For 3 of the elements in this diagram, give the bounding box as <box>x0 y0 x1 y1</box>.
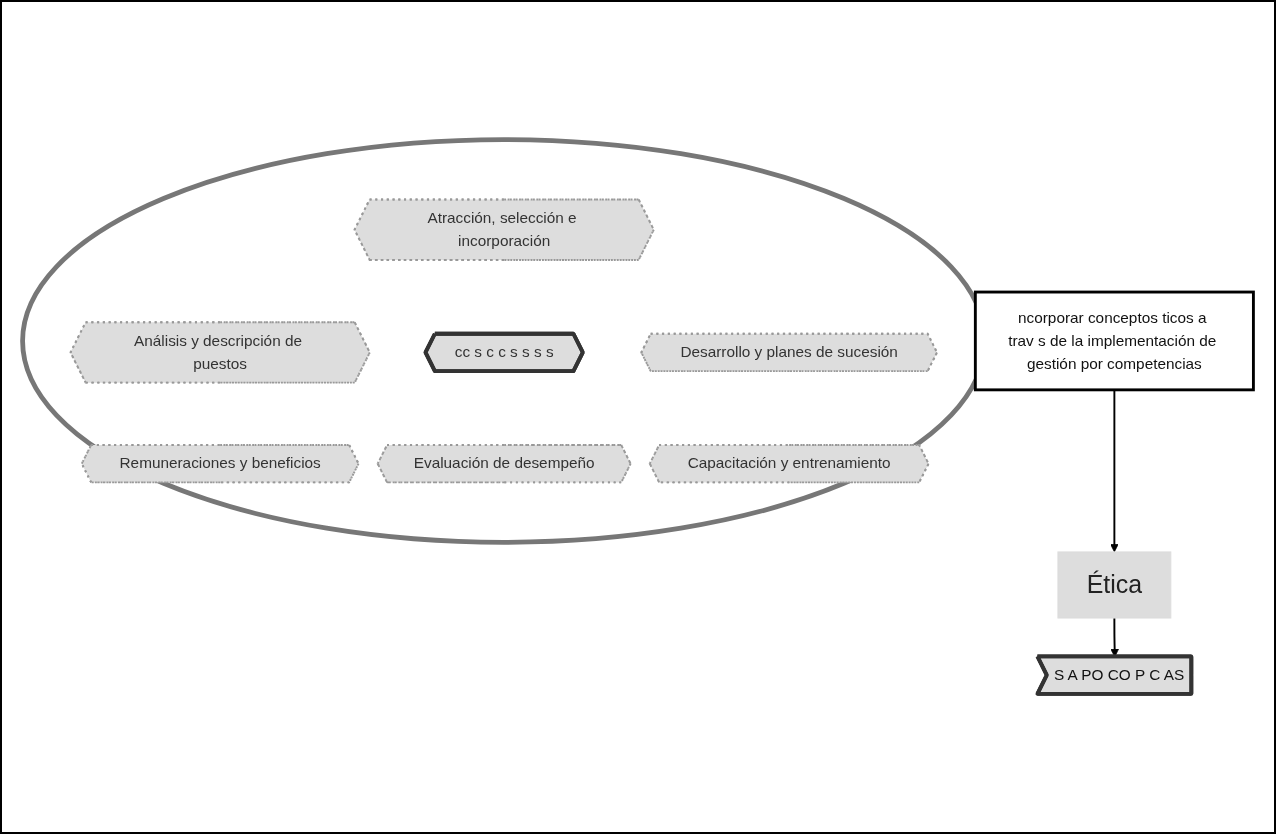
diagram: Atracción, selección e incorporación Análisis y descripción de puestos Remuneraciones y beneficios cc s c c s s s s Evaluación de desempeño Desarrollo y planes de sucesión Capacitación y entrenamiento ncorporar conceptos ticos a trav s de la implementación de gestión por competencias Ética S A PO CO P C AS <box>13 130 1263 704</box>
node-box <box>1057 551 1172 619</box>
node-box <box>973 290 1255 392</box>
